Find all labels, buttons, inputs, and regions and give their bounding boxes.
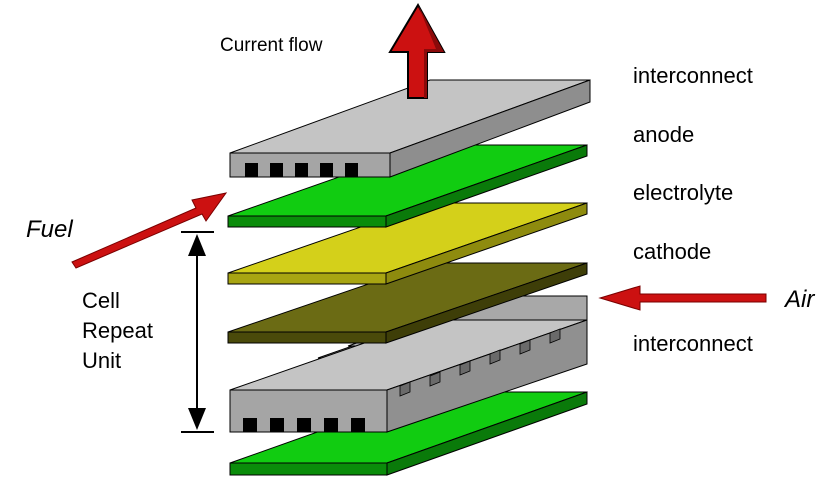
fuel-label: Fuel (26, 216, 73, 243)
current-flow-arrow (388, 2, 446, 99)
anode-label: anode (633, 122, 695, 147)
bottom-anode-plate (229, 391, 588, 476)
cell-repeat-unit-line-2: Repeat (82, 318, 153, 343)
electrolyte-plate (227, 202, 588, 285)
electrolyte-label: electrolyte (633, 180, 734, 205)
interconnect-bottom-label: interconnect (633, 331, 753, 356)
top-interconnect (229, 79, 591, 178)
current-flow-label: Current flow (220, 35, 323, 56)
air-arrow (598, 285, 767, 311)
cathode-label: cathode (633, 239, 712, 264)
cell-repeat-dimension-arrow (181, 231, 214, 433)
cell-repeat-unit-line-3: Unit (82, 348, 122, 373)
interconnect-top-label: interconnect (633, 63, 753, 88)
fuel-arrow (71, 192, 228, 269)
cell-repeat-unit-line-1: Cell (82, 288, 120, 313)
cell-repeat-unit-label: Cell Repeat Unit (82, 286, 153, 376)
air-label: Air (785, 286, 815, 313)
cathode-plate (227, 262, 588, 344)
anode-plate (227, 144, 588, 228)
